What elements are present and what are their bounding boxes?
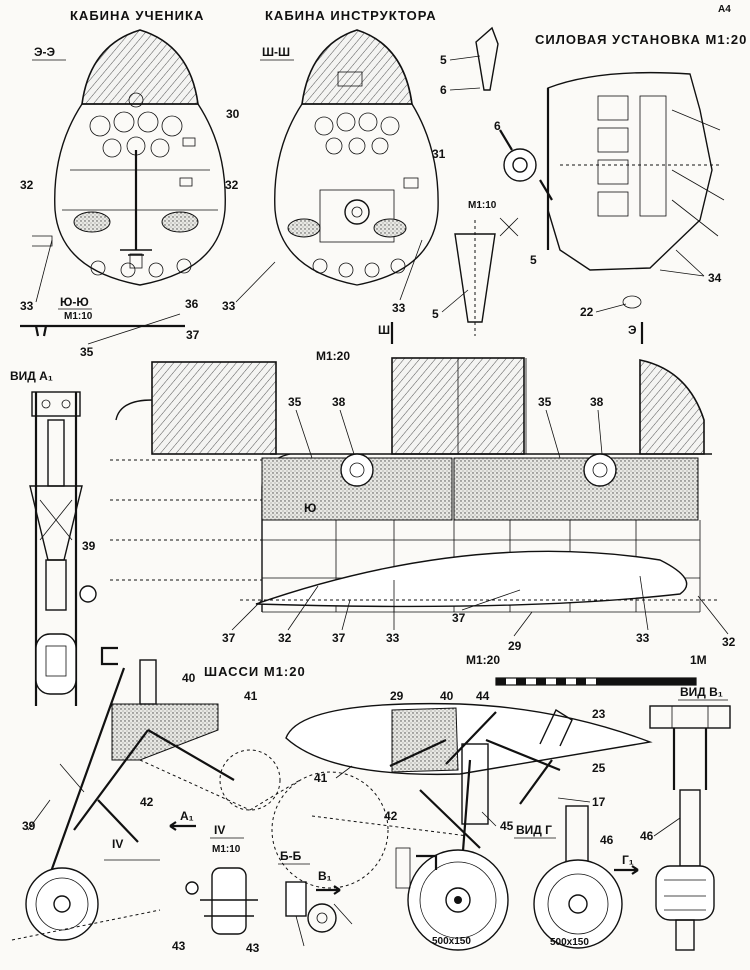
callout-42-left: 42: [140, 795, 154, 809]
section-b-b: Б-Б В₁ 43: [246, 849, 353, 955]
callout-5-engine: 5: [530, 253, 537, 267]
callout-29-right: 29: [390, 689, 404, 703]
side-view-scale: М1:20: [316, 349, 350, 363]
callout-39-view: 39: [82, 539, 96, 553]
callout-25: 25: [592, 761, 606, 775]
scale-bar-left: М1:20: [466, 653, 500, 667]
instructor-cockpit-title: КАБИНА ИНСТРУКТОРА: [265, 8, 437, 23]
callout-39-chassis: 39: [22, 819, 36, 833]
scale-bar: М1:20 1М: [466, 653, 707, 686]
chassis-right: 500х150 29 40 44 23 25 41 42 45 17: [271, 689, 653, 951]
prop-scale-label: М1:10: [468, 200, 497, 211]
section-b-b-label: Б-Б: [280, 849, 302, 863]
callout-17: 17: [592, 795, 606, 809]
callout-41-left: 41: [244, 689, 258, 703]
callout-34: 34: [708, 271, 722, 285]
callout-38-right: 38: [590, 395, 604, 409]
chassis-left: ШАССИ М1:20 40 41 42 39 IV А₁ IV М1:10 4…: [11, 659, 306, 953]
callout-5-top: 5: [440, 53, 447, 67]
power-plant-view: 5 6 6 5 34 22 М1:10 5: [432, 26, 725, 336]
iv-detail-label: IV: [214, 823, 225, 837]
callout-37-top: 37: [186, 328, 200, 342]
callout-35-left: 35: [288, 395, 302, 409]
section-e-e-label: Э-Э: [34, 45, 56, 59]
corner-mark: А4: [718, 4, 731, 15]
callout-35-right: 35: [538, 395, 552, 409]
callout-31: 31: [432, 147, 446, 161]
callout-32-side-right: 32: [722, 635, 736, 649]
student-cockpit-section: Э-Э 30 32 32 33: [20, 29, 240, 313]
callout-33-side-right: 33: [636, 631, 650, 645]
callout-33-mid: 33: [222, 299, 236, 313]
callout-46-g: 46: [600, 833, 614, 847]
callout-29-side: 29: [508, 639, 522, 653]
callout-41-right: 41: [314, 771, 328, 785]
instructor-cockpit-section: Ш-Ш 31 33 33: [222, 29, 446, 315]
callout-43-left: 43: [172, 939, 186, 953]
arrow-a1: А₁: [180, 809, 194, 823]
arrow-v1: В₁: [318, 869, 332, 883]
callout-32-left: 32: [20, 178, 34, 192]
tire-text-left: 500х150: [432, 936, 471, 947]
section-mark-e: Э: [628, 323, 637, 337]
iv-detail-scale: М1:10: [212, 844, 241, 855]
section-yu-yu-label: Ю-Ю: [60, 295, 89, 309]
view-v1-label: ВИД В₁: [680, 685, 723, 699]
tire-text-right: 500х150: [550, 937, 589, 948]
fuselage-side-view: М1:20 35 38 35 38 Ю 37: [110, 349, 736, 653]
section-yu-yu-scale: М1:10: [64, 311, 93, 322]
arrow-g1: Г₁: [622, 853, 634, 867]
power-plant-title: СИЛОВАЯ УСТАНОВКА М1:20: [535, 32, 747, 47]
callout-40-left: 40: [182, 671, 196, 685]
callout-37-b: 37: [332, 631, 346, 645]
callout-42-right: 42: [384, 809, 398, 823]
section-mark-sh: Ш: [378, 323, 390, 337]
callout-6-top: 6: [440, 83, 447, 97]
view-a1: ВИД А₁ 39: [10, 369, 118, 706]
callout-22: 22: [580, 305, 594, 319]
callout-43-right: 43: [246, 941, 260, 955]
student-cockpit-title: КАБИНА УЧЕНИКА: [70, 8, 204, 23]
callout-23: 23: [592, 707, 606, 721]
callout-33-side: 33: [386, 631, 400, 645]
callout-46-v: 46: [640, 829, 654, 843]
callout-40-right: 40: [440, 689, 454, 703]
callout-38-left: 38: [332, 395, 346, 409]
section-yu-yu: Ю-Ю М1:10 36 37 35: [20, 295, 200, 359]
callout-36: 36: [185, 297, 199, 311]
callout-37-a: 37: [222, 631, 236, 645]
view-g: ВИД Г 500х150 46 Г₁: [514, 805, 639, 949]
view-v1: ВИД В₁ 46: [640, 685, 731, 951]
callout-6-mid: 6: [494, 119, 501, 133]
callout-32-right: 32: [225, 178, 239, 192]
scale-bar-right: 1М: [690, 653, 707, 667]
section-sh-sh-label: Ш-Ш: [262, 45, 290, 59]
chassis-iv-mark: IV: [112, 837, 123, 851]
callout-37-c: 37: [452, 611, 466, 625]
callout-33-right: 33: [392, 301, 406, 315]
view-g-label: ВИД Г: [516, 823, 552, 837]
callout-32-side: 32: [278, 631, 292, 645]
callout-35-top: 35: [80, 345, 94, 359]
callout-44: 44: [476, 689, 490, 703]
side-mark-yu: Ю: [304, 501, 316, 515]
view-a1-label: ВИД А₁: [10, 369, 53, 383]
callout-45: 45: [500, 819, 514, 833]
callout-5-blade: 5: [432, 307, 439, 321]
chassis-title: ШАССИ М1:20: [204, 664, 306, 679]
callout-30: 30: [226, 107, 240, 121]
callout-33-left: 33: [20, 299, 34, 313]
